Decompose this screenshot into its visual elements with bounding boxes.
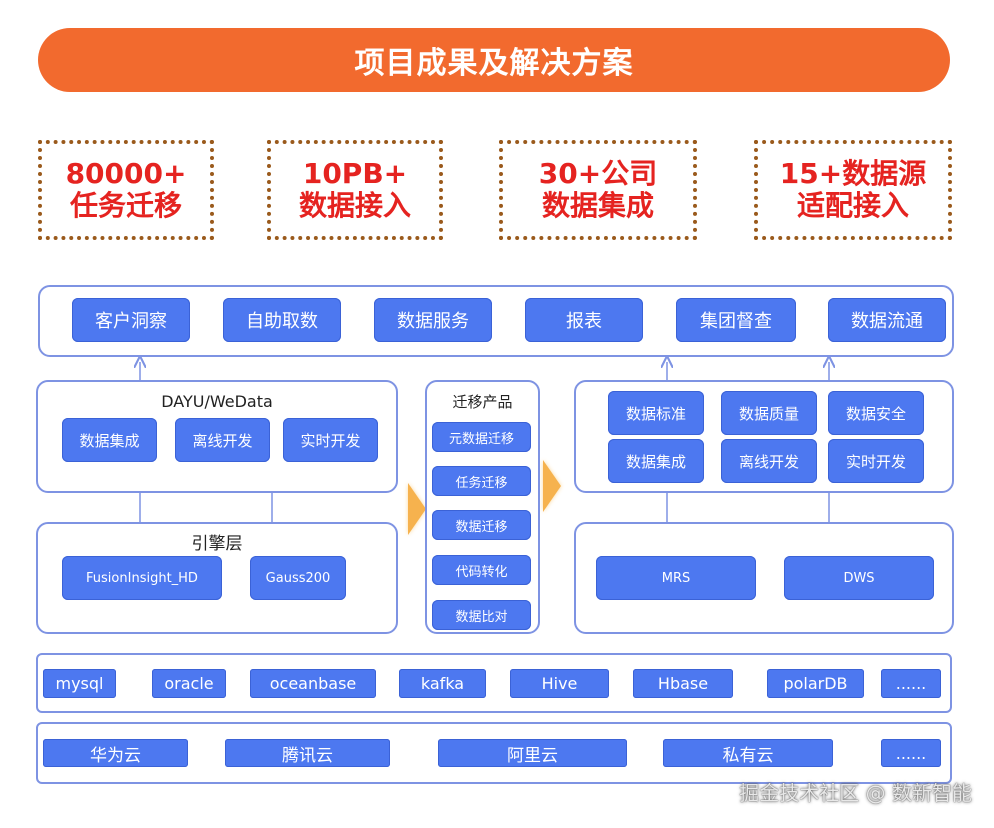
stat-box-tasks: 80000+ 任务迁移	[38, 140, 214, 240]
stat-label: 数据接入	[298, 189, 411, 222]
right-module-integration[interactable]: 数据集成	[608, 439, 704, 483]
migration-data[interactable]: 数据迁移	[432, 510, 531, 540]
right-module-security[interactable]: 数据安全	[828, 391, 924, 435]
stat-box-companies: 30+公司 数据集成	[499, 140, 697, 240]
migration-data-compare[interactable]: 数据比对	[432, 600, 531, 630]
migration-code-convert[interactable]: 代码转化	[432, 555, 531, 585]
app-report[interactable]: 报表	[525, 298, 643, 342]
application-layer-panel	[38, 285, 954, 357]
source-polardb[interactable]: polarDB	[767, 669, 864, 698]
flow-arrow-left-icon	[408, 483, 426, 535]
engine-dws[interactable]: DWS	[784, 556, 934, 600]
flow-arrow-right-icon	[543, 460, 561, 512]
banner-title: 项目成果及解决方案	[354, 46, 634, 81]
title-banner: 项目成果及解决方案	[38, 28, 950, 92]
source-oceanbase[interactable]: oceanbase	[250, 669, 376, 698]
migration-task[interactable]: 任务迁移	[432, 466, 531, 496]
left-engine-title: 引擎层	[191, 534, 243, 554]
app-self-service-query[interactable]: 自助取数	[223, 298, 341, 342]
cloud-huawei[interactable]: 华为云	[43, 739, 188, 767]
stat-value: 10PB+	[302, 156, 408, 190]
source-oracle[interactable]: oracle	[152, 669, 226, 698]
source-more[interactable]: ......	[881, 669, 941, 698]
app-group-supervision[interactable]: 集团督查	[676, 298, 796, 342]
right-module-quality[interactable]: 数据质量	[721, 391, 817, 435]
stat-value: 80000+	[65, 156, 187, 190]
cloud-tencent[interactable]: 腾讯云	[225, 739, 390, 767]
right-module-realtime-dev[interactable]: 实时开发	[828, 439, 924, 483]
source-kafka[interactable]: kafka	[399, 669, 486, 698]
migration-products-title: 迁移产品	[452, 393, 513, 411]
stat-value: 30+公司	[538, 156, 658, 190]
app-customer-insight[interactable]: 客户洞察	[72, 298, 190, 342]
cloud-private[interactable]: 私有云	[663, 739, 833, 767]
engine-mrs[interactable]: MRS	[596, 556, 756, 600]
left-module-realtime-dev[interactable]: 实时开发	[283, 418, 378, 462]
app-data-circulation[interactable]: 数据流通	[828, 298, 946, 342]
stat-label: 任务迁移	[69, 189, 182, 222]
stat-box-sources: 15+数据源 适配接入	[754, 140, 952, 240]
migration-products-panel	[425, 380, 540, 634]
stat-label: 数据集成	[541, 189, 654, 222]
engine-fusioninsight-hd[interactable]: FusionInsight_HD	[62, 556, 222, 600]
stat-box-data: 10PB+ 数据接入	[267, 140, 443, 240]
right-module-offline-dev[interactable]: 离线开发	[721, 439, 817, 483]
stat-label: 适配接入	[796, 189, 909, 222]
cloud-alibaba[interactable]: 阿里云	[438, 739, 627, 767]
engine-gauss200[interactable]: Gauss200	[250, 556, 346, 600]
source-hive[interactable]: Hive	[510, 669, 609, 698]
right-module-standard[interactable]: 数据标准	[608, 391, 704, 435]
migration-metadata[interactable]: 元数据迁移	[432, 422, 531, 452]
app-data-service[interactable]: 数据服务	[374, 298, 492, 342]
source-mysql[interactable]: mysql	[43, 669, 116, 698]
left-platform-title: DAYU/WeData	[161, 392, 273, 411]
cloud-more[interactable]: ......	[881, 739, 941, 767]
source-hbase[interactable]: Hbase	[633, 669, 733, 698]
stat-value: 15+数据源	[779, 156, 927, 190]
watermark: 掘金技术社区 @ 数新智能	[739, 781, 972, 805]
left-module-integration[interactable]: 数据集成	[62, 418, 157, 462]
left-module-offline-dev[interactable]: 离线开发	[175, 418, 270, 462]
